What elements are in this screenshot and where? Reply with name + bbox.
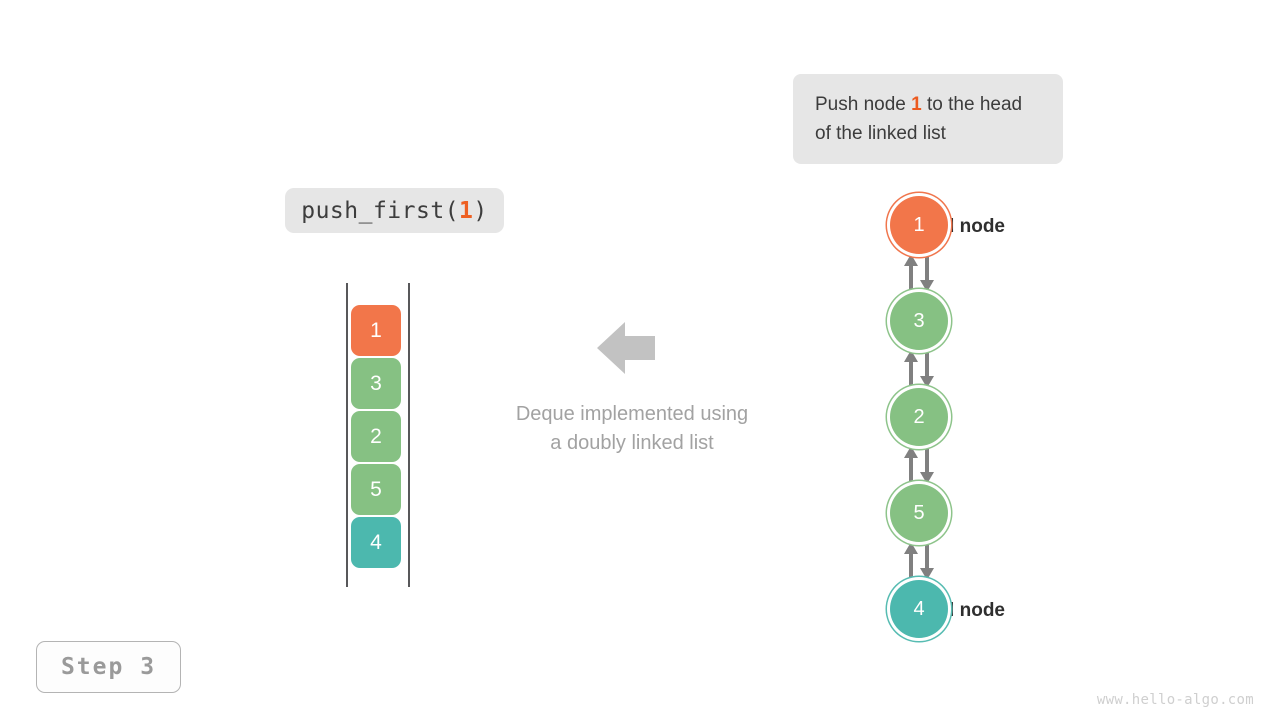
caption-line-1: Deque implemented using bbox=[515, 403, 749, 425]
arrow-left-icon bbox=[597, 322, 655, 374]
array-cell: 5 bbox=[351, 464, 401, 515]
list-node: 4 bbox=[890, 580, 948, 638]
link-arrows bbox=[890, 254, 948, 292]
array-cell: 3 bbox=[351, 358, 401, 409]
array-cell: 2 bbox=[351, 411, 401, 462]
callout-text-suffix: to the head of the linked list bbox=[815, 94, 1023, 144]
operation-call-label: push_first(1) bbox=[285, 188, 504, 233]
link-arrows bbox=[890, 446, 948, 484]
array-rail-left bbox=[346, 283, 348, 587]
callout-highlight-value: 1 bbox=[911, 94, 922, 115]
deque-array: 1 3 2 5 4 bbox=[340, 283, 416, 587]
list-node: 2 bbox=[890, 388, 948, 446]
callout-push-node: Push node 1 to the head of the linked li… bbox=[793, 74, 1063, 164]
array-rail-right bbox=[408, 283, 410, 587]
list-node: 3 bbox=[890, 292, 948, 350]
doubly-linked-list: Head node Tail node bbox=[745, 190, 1005, 650]
link-arrows bbox=[890, 542, 948, 580]
operation-argument: 1 bbox=[459, 197, 474, 224]
diagram-caption: Deque implemented using a doubly linked … bbox=[452, 400, 812, 458]
array-cell: 1 bbox=[351, 305, 401, 356]
callout-text-prefix: Push node bbox=[815, 94, 912, 115]
link-arrows bbox=[890, 350, 948, 388]
caption-line-2: a doubly linked list bbox=[550, 432, 714, 454]
operation-paren-close: ) bbox=[473, 197, 488, 224]
list-node: 1 bbox=[890, 196, 948, 254]
operation-name: push_first( bbox=[301, 197, 460, 224]
array-cell: 4 bbox=[351, 517, 401, 568]
watermark: www.hello-algo.com bbox=[1096, 692, 1254, 708]
step-badge: Step 3 bbox=[36, 641, 181, 693]
list-node: 5 bbox=[890, 484, 948, 542]
